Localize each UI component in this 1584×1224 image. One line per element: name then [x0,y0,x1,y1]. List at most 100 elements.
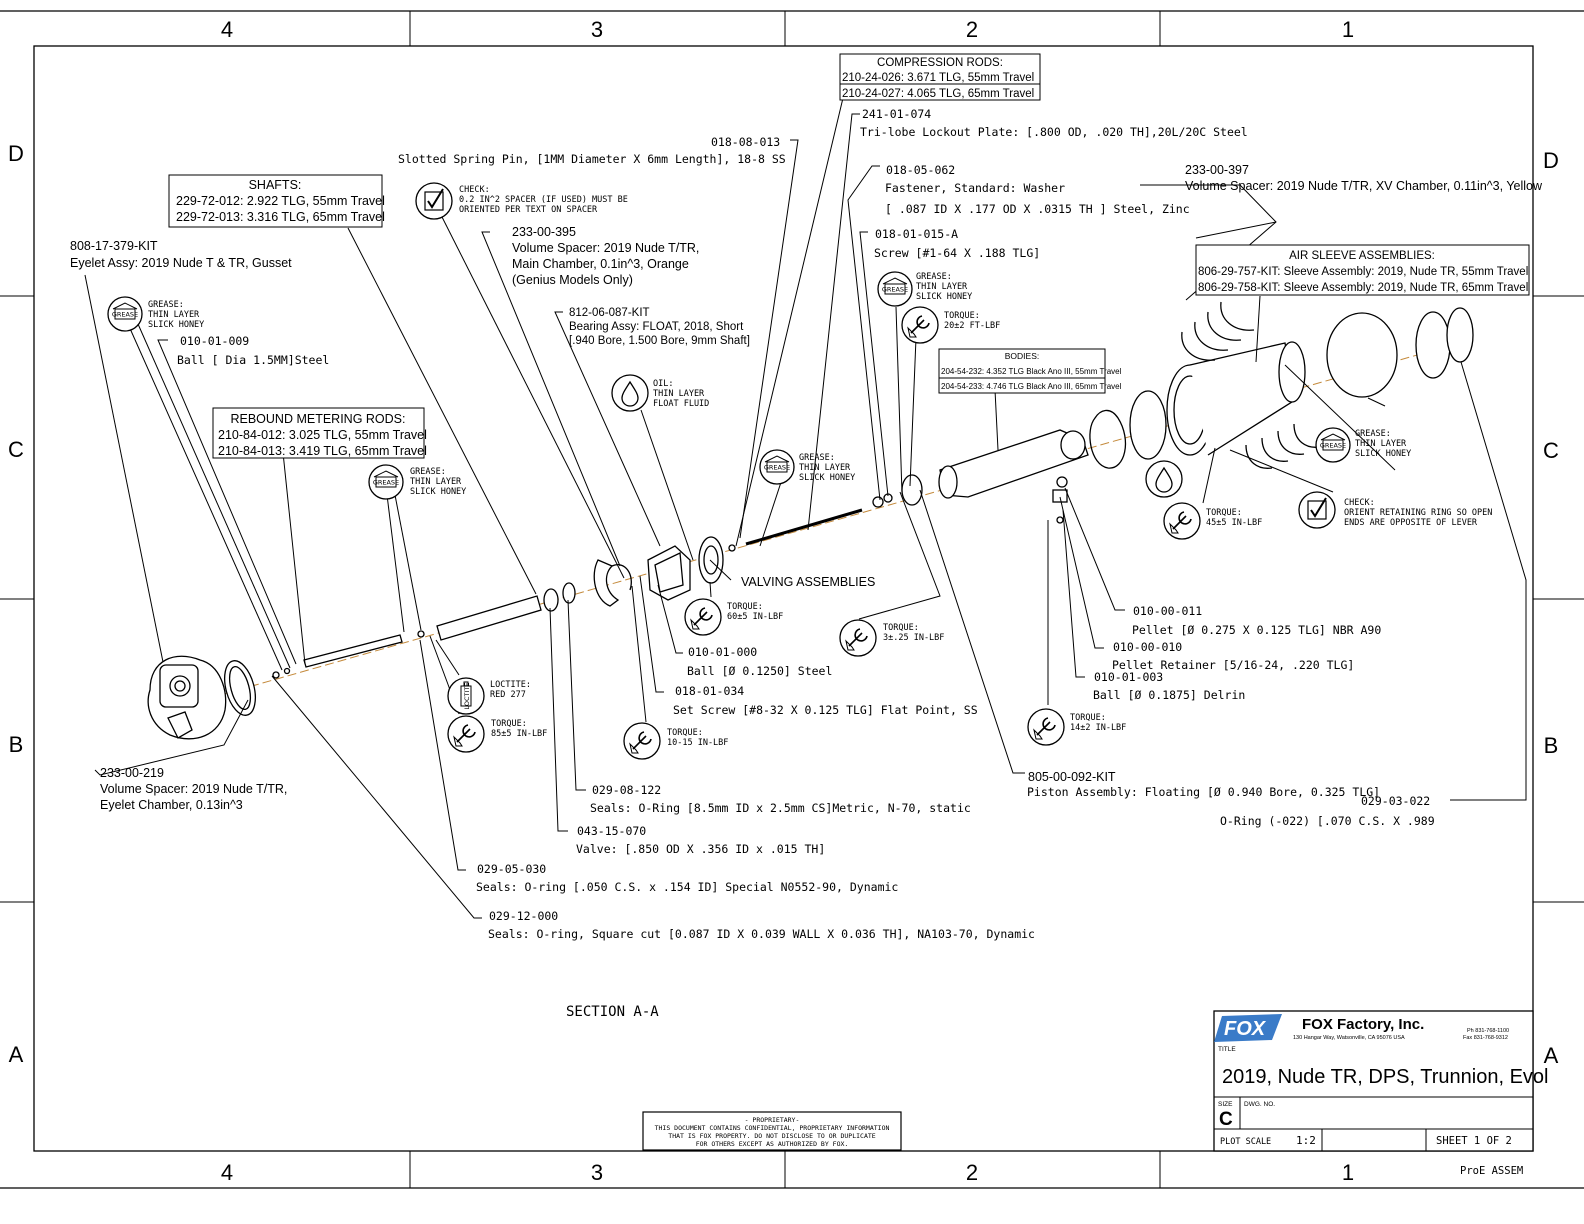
o-ring-small [272,671,280,679]
box-compression-rods: COMPRESSION RODS: 210-24-026: 3.671 TLG,… [839,53,1041,101]
proprietary-line: THIS DOCUMENT CONTAINS CONFIDENTIAL, PRO… [655,1124,890,1132]
zone-col-bottom-2: 2 [966,1160,978,1185]
o-ring-large [1129,390,1167,460]
callout-description: O-Ring (-022) [.070 C.S. X .989 [1220,814,1435,828]
size-label: SIZE [1218,1101,1233,1108]
zone-row-right-a: A [1544,1043,1559,1068]
plot-scale: 1:2 [1296,1134,1316,1147]
note-oil: FLOAT FLUID [653,399,709,409]
note-torque: TORQUE: [667,728,703,738]
delrin-ball [1056,516,1064,524]
plot-scale-label: PLOT SCALE [1220,1137,1271,1147]
callout-description: Seals: O-ring [.050 C.S. x .154 ID] Spec… [476,880,898,894]
exploded-assembly [147,301,1474,740]
callout-description: Slotted Spring Pin, [1MM Diameter X 6mm … [398,152,786,166]
note-grease: THIN LAYER [799,463,851,473]
lockout-plate [901,474,923,506]
zone-col-top-3: 3 [591,17,603,42]
note-torque: 85±5 IN-LBF [491,729,547,739]
callout-description: Ball [ Dia 1.5MM]Steel [177,353,329,367]
callout-part-number: 018-01-034 [675,684,744,698]
compression-rod [745,508,863,546]
note-torque: 60±5 IN-LBF [727,612,783,622]
loctite-icon-label: LOCTITE [463,682,471,709]
zone-row-right-b: B [1544,733,1559,758]
callout-part-number: 812-06-087-KIT [569,307,650,319]
callout-description: Main Chamber, 0.1in^3, Orange [512,257,689,271]
callout-description: Valve: [.850 OD X .356 ID x .015 TH] [576,842,825,856]
note-loctite: RED 277 [490,690,526,700]
callout-part-number: 029-12-000 [489,909,558,923]
grease-icon-label: GREASE [1320,442,1346,450]
callout-description: Set Screw [#8-32 X 0.125 TLG] Flat Point… [673,703,978,717]
o-ring-can-outer [1446,307,1474,363]
zone-col-bottom-4: 4 [221,1160,233,1185]
zone-col-top-1: 1 [1342,17,1354,42]
zone-row-right-c: C [1543,438,1559,463]
box-shafts-line: 229-72-013: 3.316 TLG, 65mm Travel [176,210,385,224]
note-torque: TORQUE: [727,602,763,612]
note-grease: GREASE: [1355,429,1391,439]
note-oil: OIL: [653,379,673,389]
callouts: 808-17-379-KIT Eyelet Assy: 2019 Nude T … [70,107,1543,941]
note-grease: GREASE: [916,272,952,282]
grease-icon: GREASE [1315,427,1351,463]
volume-spacers-top [1181,301,1255,361]
zone-row-left-d: D [8,141,24,166]
box-bodies: BODIES: 204-54-232: 4.352 TLG Black Ano … [938,348,1122,394]
box-air-sleeve: AIR SLEEVE ASSEMBLIES: 806-29-757-KIT: S… [1195,244,1530,296]
callout-part-number: 043-15-070 [577,824,646,838]
callout-part-number: 010-01-003 [1094,670,1163,684]
grease-icon-label: GREASE [373,479,399,487]
note-torque: TORQUE: [883,623,919,633]
callout-description: (Genius Models Only) [512,273,633,287]
callout-description: Eyelet Assy: 2019 Nude T & TR, Gusset [70,256,292,270]
box-air-sleeve-line: 806-29-757-KIT: Sleeve Assembly: 2019, N… [1198,266,1528,278]
note-torque: 10-15 IN-LBF [667,738,728,748]
oil-drop-icon [1145,460,1183,498]
box-shafts-line: 229-72-012: 2.922 TLG, 55mm Travel [176,194,385,208]
volume-spacer [593,559,620,607]
zone-row-left-b: B [9,732,24,757]
callout-part-number: 029-03-022 [1361,794,1430,808]
note-torque: TORQUE: [491,719,527,729]
valving-assemblies-label: VALVING ASSEMBLIES [741,575,875,589]
note-grease: GREASE: [148,300,184,310]
title-block: FOX FOX Factory, Inc. 130 Hangar Way, Wa… [1213,1010,1548,1177]
note-torque: TORQUE: [944,311,980,321]
note-icons: GREASE GREASE GREASE GREASE GREASE LOCTI… [107,182,1351,760]
note-torque: TORQUE: [1070,713,1106,723]
valve-washer [543,588,559,612]
sheet-size: C [1219,1109,1233,1130]
callout-description: Volume Spacer: 2019 Nude T/TR, [512,241,699,255]
grease-icon-label: GREASE [764,464,790,472]
box-compression-line: 210-24-027: 4.065 TLG, 65mm Travel [842,88,1034,100]
leader-lines [84,97,1527,919]
box-rebound-line: 210-84-012: 3.025 TLG, 55mm Travel [218,428,427,442]
callout-description: Ball [Ø 0.1250] Steel [687,664,832,678]
pellet [1056,476,1068,488]
callout-description: [ .087 ID X .177 OD X .0315 TH ] Steel, … [885,202,1190,216]
box-air-sleeve-line: 806-29-758-KIT: Sleeve Assembly: 2019, N… [1198,282,1528,294]
callout-part-number: 018-01-015-A [875,227,958,241]
torque-icon [1027,708,1065,746]
callout-part-number: 029-05-030 [477,862,546,876]
check-icon [415,182,453,220]
footer-label: ProE ASSEM [1460,1165,1523,1177]
callout-part-number: 029-08-122 [592,783,661,797]
check-icon [1298,491,1336,529]
callout-part-number: 010-01-000 [688,645,757,659]
note-torque: 3±.25 IN-LBF [883,633,944,643]
grease-icon: GREASE [368,464,404,500]
zone-col-bottom-1: 1 [1342,1160,1354,1185]
box-air-sleeve-title: AIR SLEEVE ASSEMBLIES: [1289,250,1435,262]
callout-part-number: 233-00-395 [512,225,576,239]
note-grease: THIN LAYER [1355,439,1407,449]
box-compression-line: 210-24-026: 3.671 TLG, 55mm Travel [842,72,1034,84]
note-check: CHECK: [1344,498,1375,508]
sheet-border [0,10,1584,1189]
box-shafts: SHAFTS: 229-72-012: 2.922 TLG, 55mm Trav… [168,174,385,228]
torque-icon [839,619,877,657]
grease-icon-label: GREASE [882,286,908,294]
grease-icon-label: GREASE [112,311,138,319]
